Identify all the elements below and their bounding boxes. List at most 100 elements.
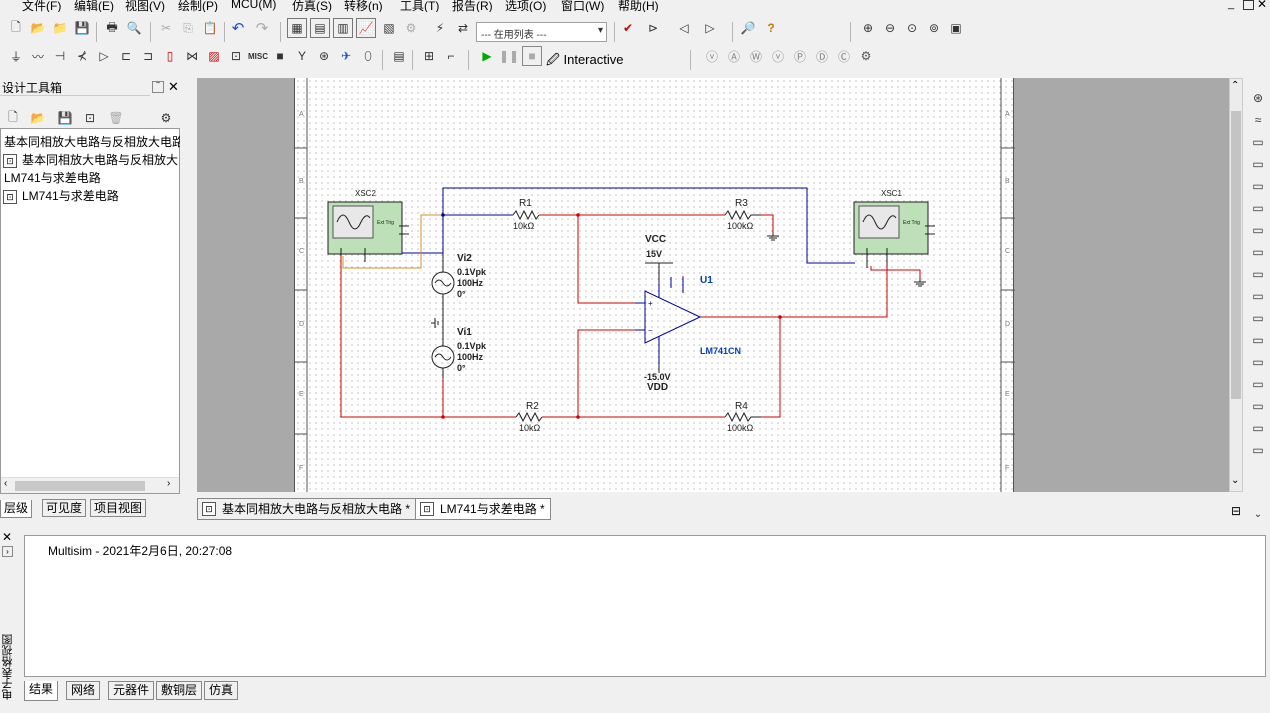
forward-icon[interactable]: ▷: [705, 21, 715, 35]
grapher-icon[interactable]: 📈: [356, 18, 376, 38]
misc-digital-icon[interactable]: ▯: [166, 49, 174, 63]
agilent-multimeter-icon[interactable]: ▭: [1252, 421, 1264, 435]
help-icon[interactable]: ?: [767, 21, 775, 35]
probe-current-icon[interactable]: Ⓐ: [727, 49, 740, 64]
probe-digital-icon[interactable]: Ⓓ: [815, 49, 828, 64]
pin-output-icon[interactable]: ›: [2, 546, 13, 557]
undo-icon[interactable]: ↶: [231, 20, 245, 37]
tree-row-sheet-2[interactable]: ⊡LM741与求差电路: [3, 187, 179, 205]
new-design-icon[interactable]: 🗋: [8, 109, 18, 124]
power-component-icon[interactable]: ⊡: [230, 49, 242, 63]
close-window-icon[interactable]: ✕: [1257, 0, 1268, 11]
print-preview-icon[interactable]: 🔍: [126, 21, 142, 35]
vscroll-thumb[interactable]: [1231, 111, 1241, 399]
run-simulation-icon[interactable]: ▶: [482, 49, 492, 63]
open-sample-icon[interactable]: 📁: [52, 21, 68, 35]
interactive-mode-button[interactable]: 🖉 Interactive: [546, 52, 624, 67]
connector-icon[interactable]: ⬯: [364, 48, 372, 63]
close-output-icon[interactable]: ✕: [2, 530, 13, 544]
back-icon[interactable]: ◁: [679, 21, 689, 35]
paste-icon[interactable]: 📋: [202, 21, 218, 35]
zoom-fit-icon[interactable]: ⊚: [928, 21, 940, 35]
probe-settings-icon[interactable]: ⚙: [860, 49, 872, 63]
mixed-icon[interactable]: ⋈: [186, 49, 198, 63]
scroll-left-icon[interactable]: ‹: [4, 478, 8, 489]
distortion-analyzer-icon[interactable]: ▭: [1252, 333, 1264, 347]
copy-icon[interactable]: ⎘: [183, 20, 193, 35]
scroll-right-icon[interactable]: ›: [167, 478, 171, 489]
tab-project-view[interactable]: 项目视图: [90, 499, 147, 517]
wattmeter-icon[interactable]: ▭: [1252, 135, 1264, 149]
probe-power-icon[interactable]: Ⓦ: [749, 49, 762, 64]
cut-icon[interactable]: ✂: [160, 21, 172, 35]
hierarchical-block-icon[interactable]: ⊞: [423, 49, 435, 63]
four-channel-oscilloscope-icon[interactable]: ▭: [1252, 179, 1264, 193]
menu-transfer[interactable]: 转移(n): [344, 0, 383, 12]
spectrum-analyzer-icon[interactable]: ▭: [1252, 355, 1264, 369]
zoom-in-icon[interactable]: ⊕: [862, 21, 874, 35]
probe-reference-icon[interactable]: Ⓟ: [793, 49, 806, 64]
word-generator-icon[interactable]: ▭: [1252, 245, 1264, 259]
redo-icon[interactable]: ↷: [255, 20, 269, 37]
scroll-thumb[interactable]: [15, 481, 145, 491]
check-icon[interactable]: ✔: [622, 21, 634, 35]
ttl-icon[interactable]: ⊏: [120, 49, 132, 63]
toggle-design-toolbox-icon[interactable]: ▦: [287, 18, 307, 38]
save-design-icon[interactable]: 💾: [57, 111, 73, 125]
frequency-counter-icon[interactable]: ▭: [1252, 223, 1264, 237]
function-generator-icon[interactable]: ≈: [1254, 113, 1262, 127]
ni-components-icon[interactable]: ✈: [340, 49, 352, 63]
schematic-sheet[interactable]: A B C D E F A B C D E F: [294, 78, 1015, 492]
close-panel-icon[interactable]: ✕: [168, 79, 179, 94]
tab-simulation[interactable]: 仿真: [204, 681, 239, 700]
logic-analyzer-icon[interactable]: ▭: [1252, 289, 1264, 303]
database-manager-icon[interactable]: ▥: [333, 18, 353, 38]
tab-components[interactable]: 元器件: [108, 681, 155, 700]
probe-voltage-icon[interactable]: ⓥ: [705, 49, 718, 64]
misc-icon[interactable]: MISC: [248, 51, 268, 61]
new-sheet-icon[interactable]: ⊡: [84, 111, 96, 125]
menu-options[interactable]: 选项(O): [505, 0, 547, 12]
menu-window[interactable]: 窗口(W): [561, 0, 605, 12]
zoom-area-icon[interactable]: ⊙: [906, 21, 918, 35]
tab-nets[interactable]: 网络: [66, 681, 101, 700]
open-folder-icon[interactable]: 📂: [30, 21, 46, 35]
save-icon[interactable]: 💾: [74, 21, 90, 35]
tab-visibility[interactable]: 可见度: [42, 499, 87, 517]
tree-row-sheet-1[interactable]: ⊡基本同相放大电路与反相放大电路: [3, 151, 179, 169]
canvas-vscroll[interactable]: ⌃ ⌄: [1229, 78, 1243, 492]
advanced-peripherals-icon[interactable]: ■: [276, 49, 284, 63]
in-use-list-dropdown[interactable]: --- 在用列表 --- ▾: [476, 22, 607, 42]
probe-icon[interactable]: ⊳: [647, 21, 659, 35]
new-file-icon[interactable]: 🗋: [11, 19, 21, 34]
transistor-icon[interactable]: ⊀: [76, 49, 88, 63]
probe-differential-icon[interactable]: ⓥ: [771, 49, 784, 64]
tab-results[interactable]: 结果: [24, 681, 59, 701]
find-icon[interactable]: 🔎: [740, 21, 756, 35]
open-design-icon[interactable]: 📂: [30, 111, 46, 125]
minimize-icon[interactable]: _: [1228, 0, 1235, 10]
menu-reports[interactable]: 报告(R): [452, 0, 493, 12]
agilent-oscilloscope-icon[interactable]: ▭: [1252, 443, 1264, 457]
tab-hierarchy[interactable]: 层级: [0, 500, 33, 518]
probe-clear-icon[interactable]: Ⓒ: [837, 49, 850, 64]
indicator-icon[interactable]: ▨: [208, 49, 220, 63]
tab-copper-layers[interactable]: 敷铜层: [156, 681, 203, 700]
properties-icon[interactable]: ⚙: [160, 111, 172, 125]
postprocessor-icon[interactable]: ▧: [383, 21, 395, 35]
zoom-out-icon[interactable]: ⊖: [884, 21, 896, 35]
restore-icon[interactable]: [1243, 0, 1254, 10]
pin-icon[interactable]: ‾: [152, 81, 164, 93]
menu-mcu[interactable]: MCU(M): [231, 0, 277, 11]
mcu-icon[interactable]: ▤: [393, 49, 405, 63]
tab-list-icon[interactable]: ⊟: [1231, 504, 1242, 518]
agilent-generator-icon[interactable]: ▭: [1252, 399, 1264, 413]
menu-help[interactable]: 帮助(H): [618, 0, 659, 12]
diode-icon[interactable]: ⊣: [54, 49, 66, 63]
menu-simulate[interactable]: 仿真(S): [292, 0, 332, 12]
bode-plotter-icon[interactable]: ▭: [1252, 201, 1264, 215]
print-icon[interactable]: 🖶: [106, 19, 118, 34]
menu-view[interactable]: 视图(V): [125, 0, 165, 12]
erc-icon[interactable]: ⚡: [435, 21, 445, 35]
delete-sheet-icon[interactable]: 🗑: [108, 111, 124, 125]
